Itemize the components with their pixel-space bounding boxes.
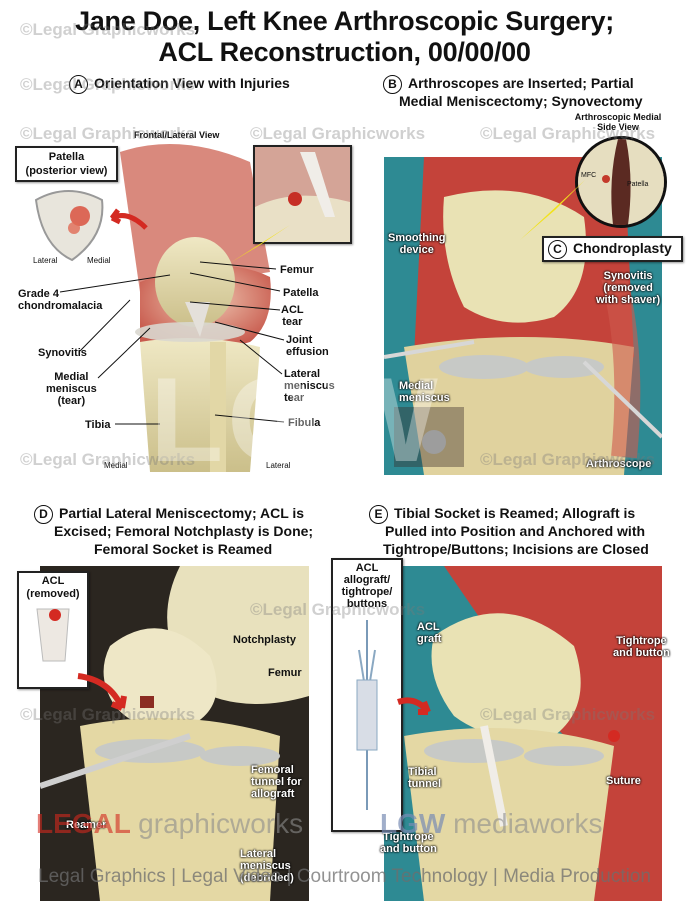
- label-suture: Suture: [606, 775, 641, 787]
- inset-mfc-label: MFC: [581, 172, 597, 179]
- watermark-lgw-big: LGW: [150, 353, 442, 487]
- label-medial-meniscus-b: Medial meniscus: [399, 380, 450, 404]
- watermark-brand-left: LEGAL graphicworks: [36, 808, 304, 839]
- patella-posterior-view: [28, 186, 108, 264]
- inset-patella-label: Patella: [627, 181, 649, 188]
- panel-d-illustration: [40, 566, 309, 901]
- label-joint-effusion: Joint effusion: [286, 334, 329, 358]
- label-tibial-tunnel: Tibial tunnel: [408, 766, 441, 790]
- label-femur-a: Femur: [280, 264, 314, 276]
- watermark-text: ©Legal Graphicworks: [480, 450, 656, 469]
- watermark-text: ©Legal Graphicworks: [480, 124, 656, 143]
- label-lateral-a: Lateral: [266, 461, 291, 470]
- label-acl-graft: ACL graft: [417, 621, 442, 645]
- panel-b-letter: B: [383, 75, 402, 94]
- label-patella-a: Patella: [283, 287, 319, 299]
- panel-e-allograft-inset: ACL allograft/ tightrope/ buttons: [331, 558, 403, 832]
- label-tightrope-button-top: Tightrope and button: [613, 635, 670, 659]
- watermark-text: ©Legal Graphicworks: [20, 20, 196, 39]
- panel-b-heading-line2: Medial Meniscectomy; Synovectomy: [399, 93, 643, 109]
- panel-d-heading-line2: Excised; Femoral Notchplasty is Done;: [54, 523, 314, 539]
- watermark-text: ©Legal Graphicworks: [20, 75, 196, 94]
- label-medial-meniscus-tear: Medial meniscus (tear): [46, 371, 97, 407]
- watermark-text: ©Legal Graphicworks: [250, 124, 426, 143]
- inset-lateral-label: Lateral: [33, 256, 58, 265]
- panel-d-heading-line3: Femoral Socket is Reamed: [94, 541, 273, 557]
- label-tightrope-button-bottom: Tightrope and button: [380, 831, 437, 855]
- patella-red-arrow: [110, 208, 148, 230]
- watermark-text: ©Legal Graphicworks: [20, 705, 196, 724]
- panel-e-letter: E: [369, 505, 388, 524]
- panel-d-acl-removed-inset: ACL (removed): [17, 571, 89, 689]
- panel-b-yellow-pointer: [520, 180, 585, 240]
- page-title-line1: Jane Doe, Left Knee Arthroscopic Surgery…: [75, 6, 614, 36]
- label-smoothing-device: Smoothing device: [388, 232, 446, 256]
- label-medial-a: Medial: [104, 461, 128, 470]
- panel-d-red-arrow: [77, 673, 127, 711]
- label-acl-tear: ACL tear: [281, 304, 304, 328]
- panel-b-inset-title: Arthroscopic Medial Side View: [574, 112, 662, 132]
- panel-e-heading-line3: Tightrope/Buttons; Incisions are Closed: [383, 541, 649, 557]
- label-tibia: Tibia: [85, 419, 111, 431]
- panel-e-illustration: [384, 566, 662, 901]
- panel-a-subheading: Frontal/Lateral View: [134, 130, 220, 140]
- label-grade4-chondromalacia: Grade 4 chondromalacia: [18, 288, 103, 312]
- watermark-text: ©Legal Graphicworks: [20, 450, 196, 469]
- watermark-brand-right: LGW mediaworks: [380, 808, 603, 839]
- label-femur-d: Femur: [268, 667, 302, 679]
- panel-e-red-arrow: [397, 697, 431, 715]
- panel-a-letter: A: [69, 75, 88, 94]
- label-reamer: Reamer: [66, 819, 107, 831]
- footer-tagline: Legal Graphics | Legal Video | Courtroom…: [38, 866, 651, 887]
- panel-d-letter: D: [34, 505, 53, 524]
- label-arthroscope: Arthroscope: [586, 458, 652, 470]
- watermark-text: ©Legal Graphicworks: [20, 124, 196, 143]
- label-lateral-meniscus-debrided: Lateral meniscus (debrided): [240, 848, 294, 884]
- label-lateral-meniscus-tear: Lateral meniscus tear: [284, 368, 335, 404]
- inset-medial-label: Medial: [87, 256, 111, 265]
- panel-a-inset-title: Patella (posterior view): [15, 146, 118, 182]
- page-title-line2: ACL Reconstruction, 00/00/00: [158, 37, 531, 67]
- arthroscopic-side-view-inset: [575, 136, 667, 228]
- label-synovitis-a: Synovitis: [38, 347, 87, 359]
- panel-c-letter: C: [548, 240, 567, 259]
- label-notchplasty: Notchplasty: [233, 634, 296, 646]
- watermark-text: ©Legal Graphicworks: [250, 600, 426, 619]
- label-synovitis-removed: Synovitis (removed with shaver): [596, 270, 661, 306]
- label-fibula: Fibula: [288, 417, 321, 429]
- watermark-text: ©Legal Graphicworks: [480, 705, 656, 724]
- panel-a-acl-tear-inset: [253, 145, 352, 244]
- panel-e-heading-line2: Pulled into Position and Anchored with: [385, 523, 646, 539]
- label-femoral-tunnel: Femoral tunnel for allograft: [251, 764, 302, 800]
- panel-a-yellow-pointer: [230, 225, 290, 263]
